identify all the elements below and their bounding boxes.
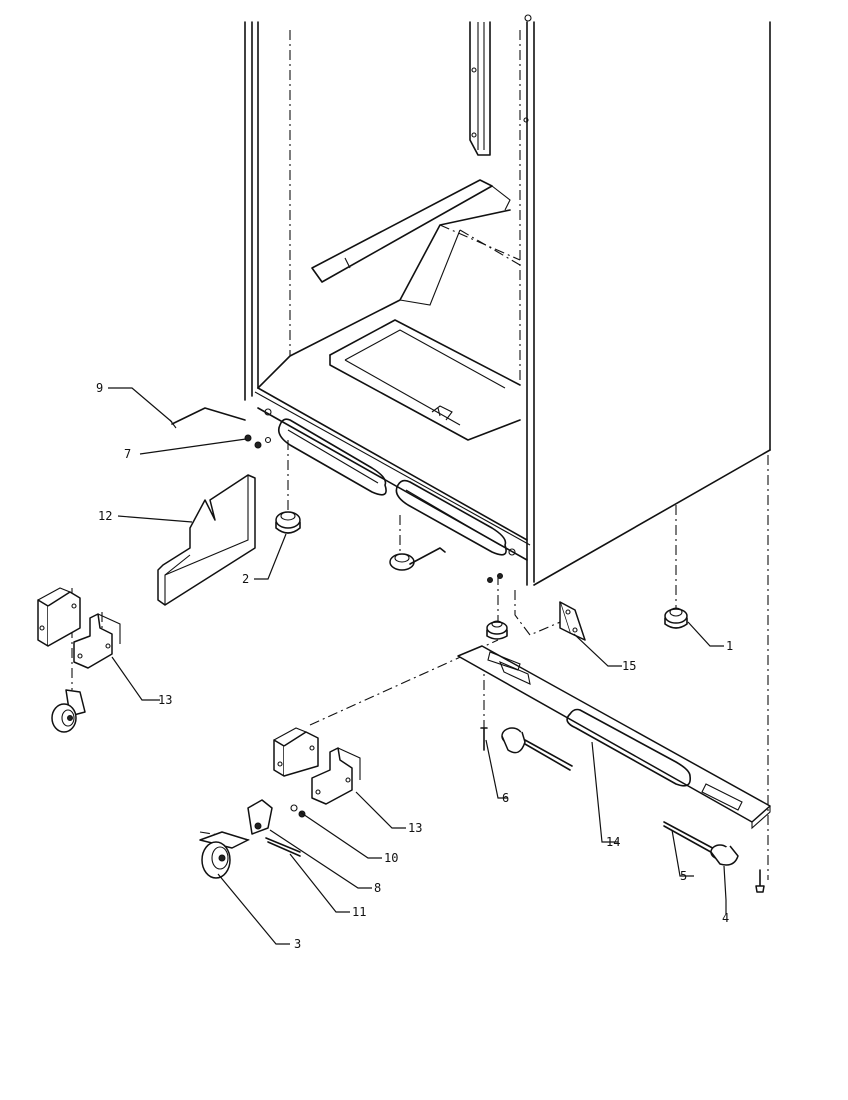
leader-lines: [108, 387, 727, 945]
axle-hardware-parts: [247, 799, 306, 857]
base-rail-part: [457, 645, 771, 830]
callout-9: 9: [96, 381, 103, 395]
leveling-leg-part: [275, 511, 301, 534]
callout-13-left: 13: [158, 693, 172, 707]
callout-3: 3: [294, 937, 301, 951]
wheel-part: [199, 831, 249, 879]
callout-4: 4: [722, 911, 729, 925]
caster-bracket-left-part: [37, 587, 121, 669]
screw-6-part: [480, 727, 488, 751]
hinge-pin-part: [169, 407, 246, 429]
alignment-lines: [71, 440, 769, 880]
callout-5: 5: [680, 869, 687, 883]
callout-15: 15: [622, 659, 636, 673]
roller-4-part: [710, 844, 739, 866]
callout-14: 14: [606, 835, 620, 849]
roller-part: [501, 727, 573, 771]
caster-bracket-center-part: [273, 727, 361, 805]
callout-8: 8: [374, 881, 381, 895]
screw-part: [244, 434, 272, 449]
front-leveling-leg: [486, 573, 508, 640]
callout-10: 10: [384, 851, 398, 865]
refrigerator-cabinet: [244, 14, 771, 586]
callout-2: 2: [242, 572, 249, 586]
bracket-plate-part: [559, 601, 586, 641]
callout-6: 6: [502, 791, 509, 805]
callout-13-center: 13: [408, 821, 422, 835]
callout-7: 7: [124, 447, 131, 461]
callout-1: 1: [726, 639, 733, 653]
callout-11: 11: [352, 905, 366, 919]
callout-labels: 9 7 12 2 13 15 1 6 14 13 10 8 11 5 4 3: [96, 381, 733, 951]
callout-12: 12: [98, 509, 112, 523]
leveling-leg-right-part: [664, 607, 688, 629]
caster-wheel-left: [51, 689, 86, 733]
center-leveling-leg: [389, 547, 446, 571]
corner-screw: [755, 869, 765, 893]
toe-grille-panel-part: [157, 474, 256, 606]
pin-part: [663, 821, 721, 857]
